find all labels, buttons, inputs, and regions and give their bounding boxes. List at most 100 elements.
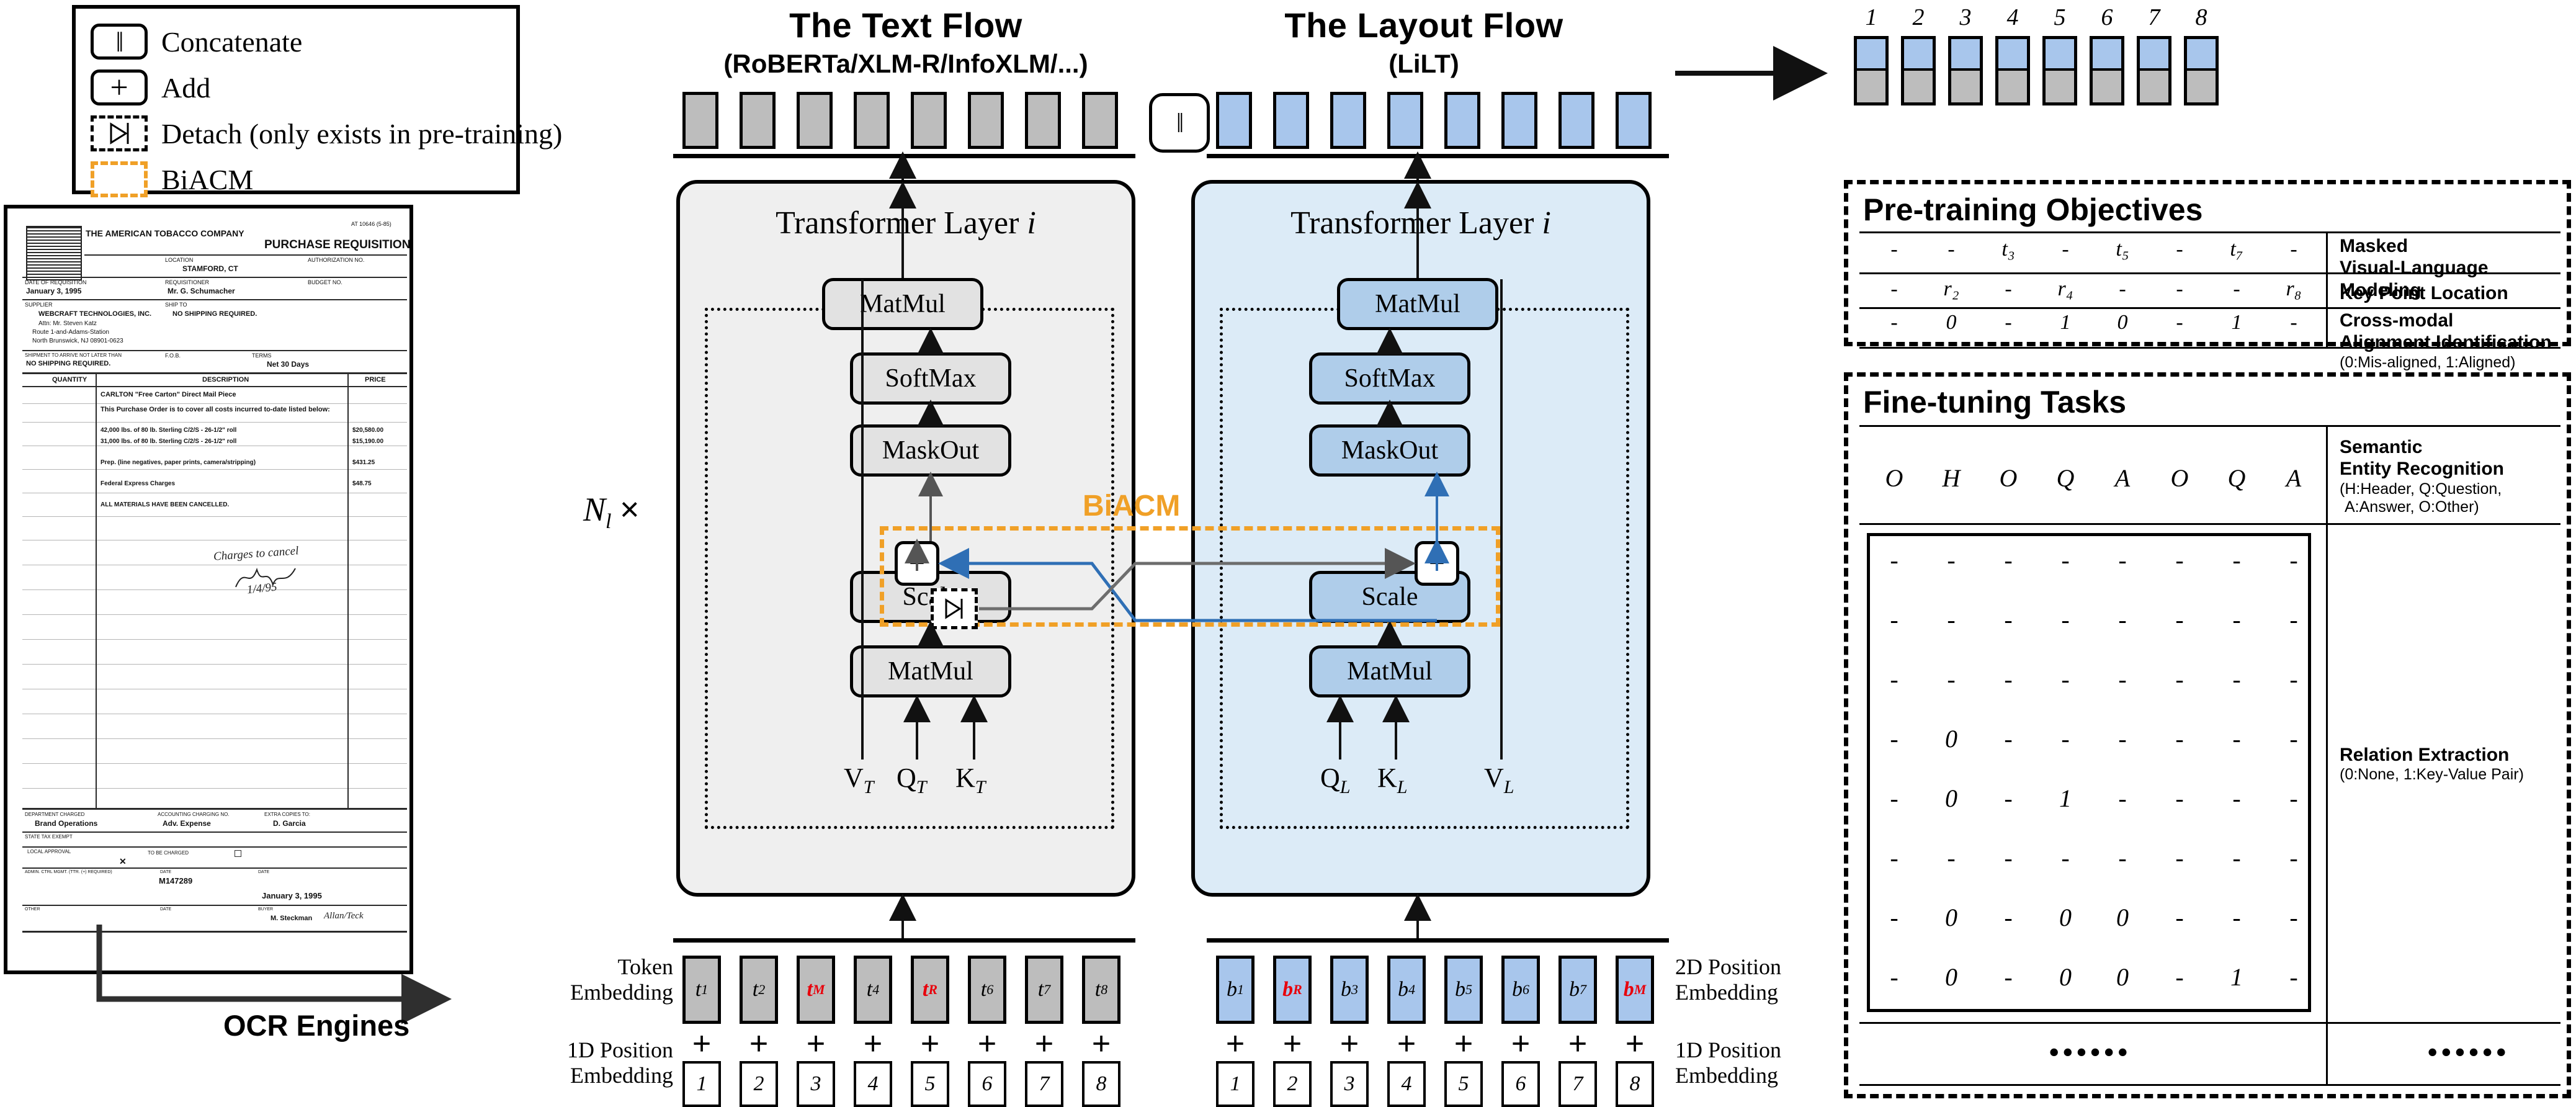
position-cell: 4 bbox=[854, 1061, 892, 1107]
relation-value: - bbox=[2289, 606, 2298, 634]
plus-sign: + bbox=[1091, 1026, 1111, 1062]
sequence-index: 1 bbox=[1865, 4, 1877, 30]
relation-value: - bbox=[2118, 725, 2127, 753]
plus-sign: + bbox=[1397, 1026, 1416, 1062]
pretraining-value: 1 bbox=[2231, 311, 2242, 334]
legend-item-add: + Add bbox=[91, 66, 516, 109]
relation-value: - bbox=[2004, 844, 2013, 872]
relation-value: 0 bbox=[1945, 903, 1957, 931]
output-stack-bar bbox=[1901, 36, 1936, 105]
relation-value: 0 bbox=[2059, 903, 2072, 931]
layout-input-v: VL bbox=[1484, 762, 1514, 798]
text-layer-title: Transformer Layer i bbox=[680, 205, 1132, 241]
relation-value: - bbox=[2289, 784, 2298, 812]
biacm-icon bbox=[91, 161, 148, 197]
ser-value: Q bbox=[2056, 464, 2075, 492]
layer-repeat-label: Nl × bbox=[583, 490, 640, 534]
text-output-cell bbox=[911, 92, 947, 149]
doc-col-header: QUANTITY bbox=[52, 376, 87, 383]
desc-note: (0:Mis-aligned, 1:Aligned) bbox=[2340, 353, 2516, 371]
doc-field-value: Mr. G. Schumacher bbox=[168, 287, 235, 295]
text-flow-title-main: The Text Flow bbox=[789, 6, 1022, 45]
plus-sign: + bbox=[920, 1026, 940, 1062]
qkv-sub: L bbox=[1339, 776, 1351, 797]
pretraining-panel: Pre-training Objectives --t₃-t₅-t₇-Maske… bbox=[1844, 180, 2571, 371]
sequence-index: 2 bbox=[1912, 4, 1925, 30]
relation-value: - bbox=[1890, 963, 1898, 991]
relation-value: - bbox=[2061, 546, 2070, 574]
layout-layer-index: i bbox=[1542, 205, 1551, 241]
pretraining-value: 1 bbox=[2060, 311, 2071, 334]
qkv-sub: T bbox=[863, 776, 874, 797]
relation-value: - bbox=[2175, 725, 2184, 753]
sequence-index: 7 bbox=[2148, 4, 2160, 30]
position-cell-label: 6 bbox=[982, 1072, 993, 1095]
relation-value: - bbox=[2289, 546, 2298, 574]
doc-field-label: LOCATION bbox=[165, 257, 194, 263]
qkv-base: V bbox=[844, 763, 864, 793]
relation-value: - bbox=[1947, 844, 1956, 872]
biacm-region bbox=[880, 526, 1500, 627]
relation-value: - bbox=[2118, 784, 2127, 812]
position-cell: 6 bbox=[1501, 1061, 1540, 1107]
doc-row-desc: This Purchase Order is to cover all cost… bbox=[101, 406, 330, 413]
label-line: Embedding bbox=[570, 980, 673, 1005]
doc-company: THE AMERICAN TOBACCO COMPANY bbox=[86, 228, 244, 238]
doc-footer-value: D. Garcia bbox=[273, 819, 306, 828]
document-thumbnail: THE AMERICAN TOBACCO COMPANY PURCHASE RE… bbox=[4, 205, 413, 974]
label-line: Token bbox=[617, 954, 673, 979]
pretraining-value: - bbox=[1948, 238, 1955, 261]
doc-field-label: SHIP TO bbox=[165, 302, 187, 308]
position-cell: 7 bbox=[1559, 1061, 1597, 1107]
layout-output-cell bbox=[1501, 92, 1537, 149]
repeat-times: × bbox=[619, 491, 640, 528]
ser-value: O bbox=[2170, 464, 2189, 492]
relation-matrix-box bbox=[1867, 533, 2311, 1012]
relation-value: - bbox=[1890, 546, 1898, 574]
output-stack-bar bbox=[2137, 36, 2171, 105]
relation-value: - bbox=[2118, 665, 2127, 693]
label-line: Embedding bbox=[1675, 1063, 1778, 1088]
layout-output-cell bbox=[1387, 92, 1423, 149]
doc-footer-label: BUYER bbox=[258, 907, 274, 912]
sequence-index: 6 bbox=[2101, 4, 2113, 30]
layout-output-cell bbox=[1330, 92, 1366, 149]
text-flow-subtitle: (RoBERTa/XLM-R/InfoXLM/...) bbox=[723, 49, 1088, 78]
detach-triangle-icon bbox=[110, 122, 129, 145]
pretraining-value: t₇ bbox=[2230, 238, 2243, 261]
text-op-matmul-top: MatMul bbox=[822, 278, 983, 330]
pretraining-value: t₃ bbox=[2001, 238, 2015, 261]
doc-field-label: SHIPMENT TO ARRIVE NOT LATER THAN bbox=[25, 352, 122, 358]
qkv-base: V bbox=[1484, 763, 1504, 793]
concatenate-node: ‖ bbox=[1149, 93, 1210, 153]
relation-value: - bbox=[2175, 606, 2184, 634]
doc-field-label: DATE OF REQUISITION bbox=[25, 279, 87, 285]
doc-row-desc: ALL MATERIALS HAVE BEEN CANCELLED. bbox=[101, 501, 230, 508]
doc-col-header: DESCRIPTION bbox=[202, 376, 249, 383]
plus-sign: + bbox=[1282, 1026, 1302, 1062]
doc-footer-label: DEPARTMENT CHARGED bbox=[25, 812, 85, 817]
plus-sign: + bbox=[1034, 1026, 1054, 1062]
doc-field-value: Route 1-and-Adams-Station bbox=[32, 329, 109, 336]
doc-footer-value: M147289 bbox=[159, 876, 193, 885]
relation-value: - bbox=[2289, 963, 2298, 991]
desc-line: Relation Extraction bbox=[2340, 745, 2510, 765]
position-cell: 7 bbox=[1025, 1061, 1063, 1107]
doc-footer-label: STATE TAX EXEMPT bbox=[25, 834, 73, 840]
signature-scribble bbox=[235, 567, 296, 588]
concatenate-icon: ‖ bbox=[91, 24, 148, 60]
relation-value: 0 bbox=[2116, 903, 2129, 931]
pretraining-title: Pre-training Objectives bbox=[1863, 192, 2203, 227]
legend-label-detach: Detach (only exists in pre-training) bbox=[161, 117, 563, 150]
